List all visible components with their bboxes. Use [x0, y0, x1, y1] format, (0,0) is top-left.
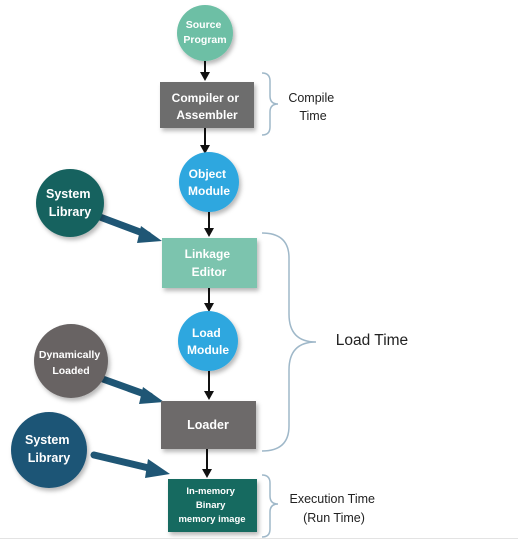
arrow-compiler-to-object-head	[200, 145, 210, 154]
system-library-2-label: System Library	[25, 433, 73, 465]
library-arrows	[90, 213, 170, 478]
load-time-label: Load Time	[336, 332, 408, 349]
load-module-circle	[178, 311, 238, 371]
arrow-object-to-linkage-head	[204, 228, 214, 237]
arrow-syslib2-to-image	[90, 451, 157, 473]
compiler-assembler-label: Compiler or Assembler	[172, 91, 243, 122]
dynamically-loaded-label: Dynamically Loaded	[39, 349, 103, 377]
system-library-1-label: System Library	[46, 187, 94, 219]
execution-time-label: Execution Time (Run Time)	[290, 492, 379, 525]
in-memory-image-label: In-memory Binary memory image	[178, 486, 245, 525]
execution-time-brace	[261, 474, 279, 538]
object-module-label: Object Module	[188, 167, 230, 198]
compiler-assembler-node: Compiler or Assembler	[160, 82, 254, 128]
dynamically-loaded-circle	[34, 324, 108, 398]
object-module-circle	[179, 152, 239, 212]
dynamically-loaded-node: Dynamically Loaded	[34, 324, 108, 398]
arrow-source-to-compiler-head	[200, 72, 210, 81]
object-module-node: Object Module	[179, 152, 239, 212]
arrow-load-to-loader-head	[204, 391, 214, 400]
arrow-dynload-to-loader-head	[139, 387, 164, 404]
arrow-syslib2-to-image-head	[145, 459, 170, 478]
system-library-1-circle	[36, 169, 104, 237]
loader-node: Loader	[161, 401, 256, 449]
load-module-label: Load Module	[187, 326, 229, 357]
braces	[261, 72, 317, 538]
in-memory-image-box	[168, 479, 257, 532]
load-time-brace	[261, 232, 317, 452]
in-memory-image-node: In-memory Binary memory image	[168, 479, 257, 532]
loader-label: Loader	[187, 418, 229, 432]
system-library-1-node: System Library	[36, 169, 104, 237]
load-module-node: Load Module	[178, 311, 238, 371]
linkage-editor-node: Linkage Editor	[162, 238, 257, 288]
linkage-editor-label: Linkage Editor	[185, 247, 234, 279]
compiler-assembler-box	[160, 82, 254, 128]
bottom-divider	[0, 538, 518, 539]
compile-time-label: Compile Time	[288, 91, 337, 123]
system-library-2-circle	[11, 412, 87, 488]
arrow-linkage-to-load-head	[204, 303, 214, 312]
source-program-circle	[177, 5, 233, 61]
arrow-syslib1-to-linkage-head	[137, 226, 162, 243]
system-library-2-node: System Library	[11, 412, 87, 488]
flow-arrows	[200, 59, 214, 478]
source-program-node: Source Program	[177, 5, 233, 61]
loader-box	[161, 401, 256, 449]
compile-time-brace	[261, 72, 279, 136]
arrow-loader-to-image-head	[202, 469, 212, 478]
linkage-editor-box	[162, 238, 257, 288]
source-program-label: Source Program	[183, 19, 226, 46]
